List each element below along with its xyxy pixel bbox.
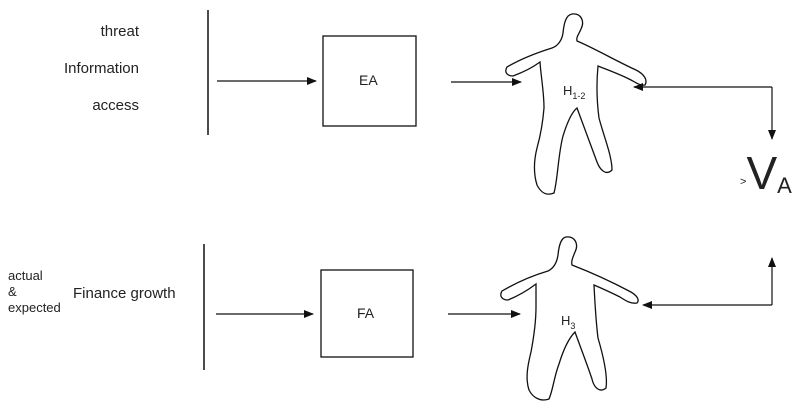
- qualifier-expected: expected: [8, 300, 61, 315]
- ea-box: [322, 35, 417, 127]
- qualifier-and: &: [8, 284, 17, 299]
- input-label-threat: threat: [100, 23, 139, 40]
- fa-box: [320, 269, 414, 358]
- human-label-bottom-sub: 3: [570, 321, 576, 331]
- human-label-bottom: H3: [561, 313, 575, 331]
- qualifier-actual: actual: [8, 268, 43, 283]
- output-main: V: [746, 147, 778, 199]
- human-figure-bottom: [500, 236, 639, 401]
- output-prefix: >: [740, 176, 747, 188]
- ea-box-label: EA: [359, 72, 378, 88]
- human-label-bottom-main: H: [561, 313, 571, 328]
- human-label-top-main: H: [563, 83, 573, 98]
- fa-box-label: FA: [357, 305, 375, 321]
- input-label-information: Information: [63, 60, 139, 77]
- input-label-finance-growth: Finance growth: [73, 285, 176, 302]
- input-label-access: access: [92, 97, 139, 114]
- human-label-top-sub: 1-2: [572, 91, 586, 101]
- output-label: >VA: [740, 147, 792, 199]
- output-sub: A: [777, 173, 792, 198]
- human-label-top: H1-2: [563, 83, 585, 101]
- human-figure-top: [505, 13, 647, 195]
